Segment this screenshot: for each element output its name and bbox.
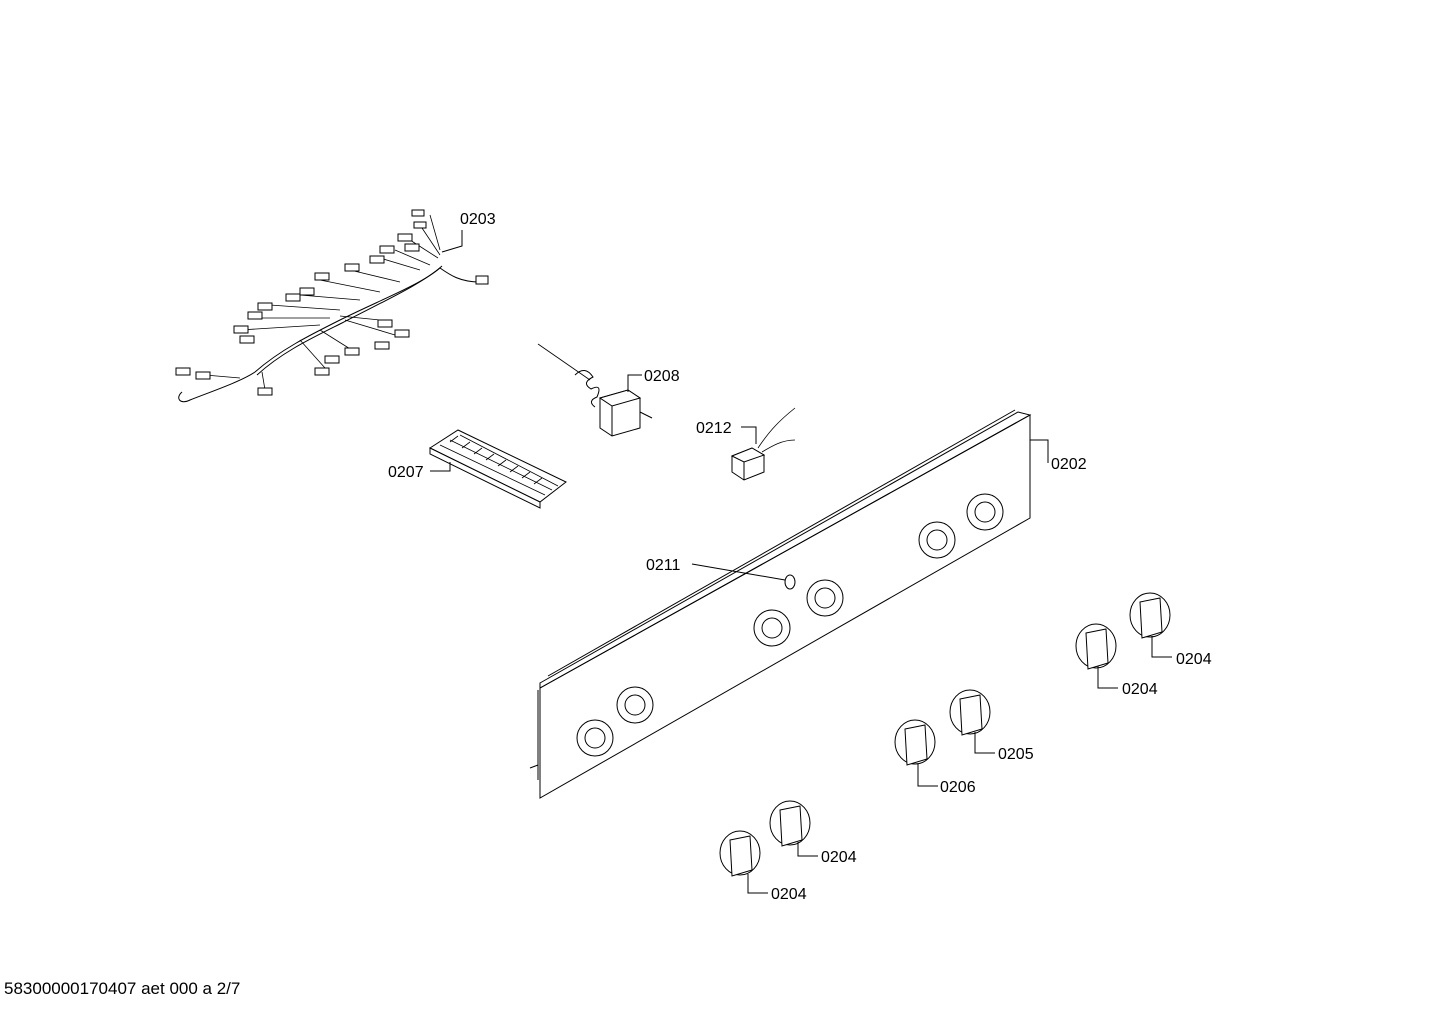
knob-0204-c — [769, 800, 811, 847]
knob-hole-1 — [576, 719, 614, 757]
label-0204-d: 0204 — [771, 886, 807, 903]
label-0207: 0207 — [388, 464, 424, 481]
label-0202: 0202 — [1051, 456, 1087, 473]
knob-0206 — [894, 719, 936, 766]
knob-0205 — [949, 689, 991, 736]
switch-0212 — [730, 407, 796, 481]
knob-0204-a — [1129, 592, 1171, 639]
document-footer-code: 58300000170407 aet 000 a 2/7 — [4, 979, 241, 998]
thermostat-0208 — [537, 343, 653, 437]
label-0211: 0211 — [646, 557, 681, 574]
label-0203: 0203 — [460, 211, 496, 228]
label-0204-b: 0204 — [1122, 681, 1158, 698]
knob-0204-d — [719, 830, 761, 877]
knob-hole-2 — [616, 686, 654, 724]
terminal-block-0207 — [428, 429, 567, 509]
wiring-harness-0203 — [175, 209, 489, 403]
knob-0204-b — [1075, 623, 1117, 670]
label-0205: 0205 — [998, 746, 1034, 763]
label-0206: 0206 — [940, 779, 976, 796]
knob-hole-3 — [753, 609, 791, 647]
indicator-light-0211 — [784, 574, 796, 590]
knob-hole-4 — [806, 579, 844, 617]
knob-hole-5 — [918, 521, 956, 559]
label-0212: 0212 — [696, 420, 732, 437]
control-panel-0202 — [529, 409, 1032, 799]
label-0208: 0208 — [644, 368, 680, 385]
label-0204-a: 0204 — [1176, 651, 1212, 668]
leader-lines — [430, 230, 1172, 894]
label-0204-c: 0204 — [821, 849, 857, 866]
knob-hole-6 — [966, 493, 1004, 531]
